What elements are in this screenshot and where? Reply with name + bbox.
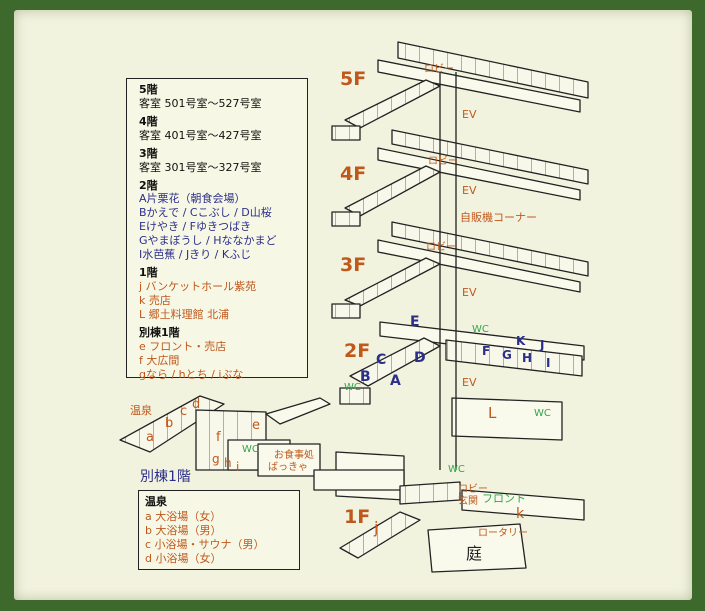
legend-2f-line-2: Bかえで / Cこぶし / D山桜 <box>139 206 272 219</box>
legend-2f-title: 2階 <box>139 179 158 192</box>
lobby-label-5f: ロビー <box>424 64 454 75</box>
onsen-label: 温泉 <box>130 404 152 417</box>
dining-label-1: お食事処 <box>274 450 314 461</box>
room-L: L <box>488 404 497 422</box>
legend-1f-line-2: k 売店 <box>139 294 171 307</box>
room-c: c <box>180 404 188 419</box>
elevator-shaft <box>439 72 457 470</box>
room-I: I <box>546 356 551 370</box>
legend-annex-line-2: f 大広間 <box>139 354 180 367</box>
floor-legend: 5階 客室 501号室～527号室 4階 客室 401号室～427号室 3階 客… <box>126 78 308 381</box>
legend-5f-rooms: 客室 501号室～527号室 <box>139 97 262 110</box>
room-G: G <box>502 348 512 362</box>
legend-5f-title: 5階 <box>139 83 158 96</box>
lobby-label-3f: ロビー <box>426 242 456 253</box>
room-F: F <box>482 344 491 358</box>
room-a: a <box>146 430 154 445</box>
rotary-label: ロータリー <box>478 528 528 539</box>
room-k: k <box>516 506 525 522</box>
wc-label-2f-west: WC <box>344 382 361 393</box>
legend-4f-title: 4階 <box>139 115 158 128</box>
dining-label-2: ばっきゃ <box>268 462 308 473</box>
room-C: C <box>376 352 387 368</box>
legend-1f-line-1: j バンケットホール紫苑 <box>139 280 257 293</box>
wc-label-annex: WC <box>242 444 259 455</box>
floor-1-label: 1F <box>344 506 371 528</box>
wc-label-L: WC <box>534 408 551 419</box>
floor-3-label: 3F <box>340 254 367 276</box>
legend-2f-line-5: I水芭蕉 / Jきり / Kふじ <box>139 248 252 261</box>
legend-2f-line-3: Eけやき / Fゆきつばき <box>139 220 251 233</box>
floor-4-label: 4F <box>340 163 367 185</box>
front-desk-label: フロント <box>482 492 526 505</box>
lobby-label-4f: ロビー <box>428 156 458 167</box>
lobby-entrance-label-1: ロビー <box>458 484 488 495</box>
room-B: B <box>360 369 371 385</box>
legend-2f-line-1: A片栗花（朝食会場） <box>139 192 246 205</box>
garden-label: 庭 <box>466 544 483 563</box>
room-K: K <box>516 334 526 348</box>
legend-2f-line-4: Gやまぼうし / Hななかまど <box>139 234 277 247</box>
onsen-legend-d: d 小浴場（女） <box>145 552 222 565</box>
wc-label-2f: WC <box>472 324 489 335</box>
legend-3f-rooms: 客室 301号室～327号室 <box>139 161 262 174</box>
floor-4-plan <box>331 129 589 227</box>
room-b: b <box>165 416 174 431</box>
room-D: D <box>414 350 426 366</box>
vending-corner-label: 自販機コーナー <box>460 211 537 224</box>
floor-2-plan <box>339 321 585 405</box>
room-d: d <box>192 397 201 412</box>
onsen-legend: 温泉 a 大浴場（女） b 大浴場（男） c 小浴場・サウナ（男） d 小浴場（… <box>138 490 300 570</box>
ev-label-2f: EV <box>462 376 477 389</box>
legend-3f-title: 3階 <box>139 147 158 160</box>
floor-2-label: 2F <box>344 340 371 362</box>
floor-1-plan <box>313 397 585 573</box>
room-e: e <box>252 418 260 433</box>
legend-annex-title: 別棟1階 <box>139 326 180 339</box>
ev-label-4f: EV <box>462 184 477 197</box>
room-E: E <box>410 314 420 330</box>
room-h: h <box>224 456 232 470</box>
legend-1f-line-3: L 郷土料理館 北浦 <box>139 308 230 321</box>
legend-1f-title: 1階 <box>139 266 158 279</box>
room-i: i <box>236 460 240 474</box>
legend-4f-rooms: 客室 401号室～427号室 <box>139 129 262 142</box>
room-H: H <box>522 351 533 365</box>
wc-label-1f: WC <box>448 464 465 475</box>
floor-3-plan <box>331 221 589 319</box>
floor-5-plan <box>331 41 589 141</box>
room-g: g <box>212 452 220 466</box>
annex-plan <box>119 395 331 477</box>
onsen-legend-c: c 小浴場・サウナ（男） <box>145 538 265 551</box>
ev-label-3f: EV <box>462 286 477 299</box>
floor-5-label: 5F <box>340 68 367 90</box>
room-j: j <box>374 518 379 537</box>
onsen-legend-title: 温泉 <box>145 495 167 508</box>
room-J: J <box>540 338 545 352</box>
lobby-entrance-label-2: 玄関 <box>458 496 478 507</box>
room-A: A <box>390 373 401 389</box>
onsen-legend-a: a 大浴場（女） <box>145 510 222 523</box>
legend-annex-line-1: e フロント・売店 <box>139 340 227 353</box>
legend-annex-line-3: gなら / hとち / iぶな <box>139 368 244 381</box>
ev-label-5f: EV <box>462 108 477 121</box>
annex-floor-label: 別棟1階 <box>140 469 191 485</box>
onsen-legend-b: b 大浴場（男） <box>145 524 222 537</box>
room-f: f <box>216 430 221 445</box>
